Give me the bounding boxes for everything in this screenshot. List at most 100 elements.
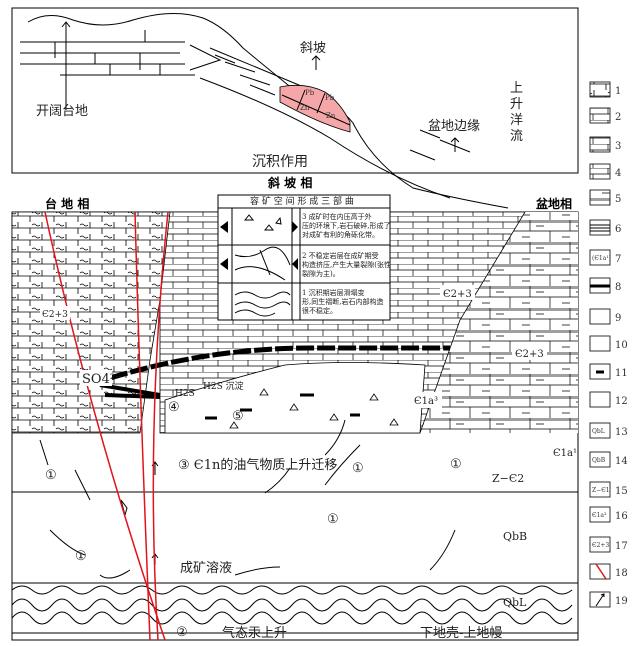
top-panel: Pb Pb Zn Zn 开阔台地 斜坡 盆地边缘 上 升 洋 流 沉积作用 (11, 7, 579, 209)
inset-text: 2 不稳定岩层在成矿期受 (302, 251, 379, 260)
label-h2s-precip: H2S 沉淀 (203, 380, 244, 392)
ore-label: Pb (305, 89, 315, 97)
legend-number: 12 (615, 396, 628, 407)
ore-label: Pb (325, 94, 335, 102)
label-e23: Є2+3 (515, 349, 544, 360)
legend-swatch-16 (589, 506, 611, 523)
legend-mark (590, 224, 610, 232)
label-mercury: 气态汞上升 (222, 625, 287, 641)
arrow-icon (61, 21, 460, 152)
label-upwelling: 流 (510, 129, 523, 144)
legend-box-label: QbB (592, 457, 606, 464)
inset-text: 构造挤压,产生大量裂隙(张性 (302, 260, 391, 269)
ore-label: Zn (300, 104, 310, 112)
label-ore-fluid: 成矿溶液 (180, 561, 232, 576)
main-labels: Є2+3 Є2+3 Є2+3 Є1a³ Є1a¹ SO4²⁻ H2S H2S 沉… (40, 285, 577, 641)
legend-swatch-18 (589, 563, 611, 580)
inset-text: 对成矿有利的角砾化带。 (302, 230, 379, 239)
legend-number: 3 (615, 141, 621, 152)
legend-swatch-14 (589, 451, 611, 468)
legend-swatch-5 (589, 189, 611, 206)
fault-line (44, 211, 166, 641)
legend-swatch-9 (589, 308, 611, 325)
label-e1a1: Є1a¹ (553, 448, 577, 459)
label-5: ⑤ (232, 409, 244, 424)
legend-swatch-10 (589, 335, 611, 352)
inset-text: 3 成矿时在内压高于外 (302, 212, 372, 221)
inset-text: 裂隙为主)。 (302, 269, 340, 278)
legend-number: 14 (615, 456, 628, 467)
label-upwelling: 升 (510, 97, 523, 112)
label-1: ① (450, 457, 462, 472)
label-platform: 开阔台地 (36, 104, 88, 119)
facies-slope: 斜 坡 相 (267, 175, 312, 190)
legend-swatch-7 (589, 249, 611, 266)
legend-box-label: QbL (592, 428, 605, 435)
legend-number: 15 (615, 486, 628, 497)
fault-line (134, 211, 151, 641)
legend-number: 9 (615, 313, 621, 324)
inset-text: 形,同生褶断,岩石内部构造 (302, 297, 383, 306)
label-migration: ③ Є1n的油气物质上升迁移 (178, 457, 337, 473)
legend-swatch-12 (589, 391, 611, 408)
sulfate-arrow (99, 383, 161, 399)
legend-swatch-15 (589, 481, 611, 498)
legend-box-label: Є2+3 (592, 542, 609, 549)
label-qbl: QbL (503, 596, 527, 609)
legend-number: 8 (615, 282, 621, 293)
legend-mark (595, 563, 607, 580)
ore-label: Zn (326, 112, 336, 120)
legend-number: 16 (615, 511, 628, 522)
label-basin-margin: 盆地边缘 (428, 119, 480, 134)
legend-swatch-4 (589, 163, 611, 180)
legend-box-label: (Є1a¹) (592, 255, 611, 262)
legend-number: 4 (615, 168, 621, 179)
label-1: ① (75, 549, 87, 564)
legend-number: 6 (615, 224, 621, 235)
legend-number: 13 (615, 427, 628, 438)
legend-number: 10 (615, 340, 628, 351)
legend-box-label: Z−Є1 (592, 487, 610, 494)
inset-text: 很不稳定。 (302, 306, 337, 315)
inset-text: 压的环境下,岩石破碎,形成了 (302, 221, 390, 230)
legend-number: 5 (615, 194, 621, 205)
label-e23: Є2+3 (42, 310, 68, 320)
ore-body (279, 84, 351, 133)
legend-number: 2 (615, 112, 621, 123)
legend-swatch-17 (589, 536, 611, 553)
legend-swatch-2 (589, 107, 611, 124)
fault-line (152, 211, 169, 641)
legend-number: 19 (615, 596, 628, 607)
label-h2s: H2S (175, 389, 195, 399)
label-1: ① (327, 512, 339, 527)
legend-swatch-13 (589, 422, 611, 439)
label-1: ① (352, 461, 364, 476)
facies-platform: 台 地 相 (45, 196, 89, 211)
label-upwelling: 洋 (510, 113, 523, 128)
label-so4: SO4²⁻ (82, 372, 122, 387)
label-e23: Є2+3 (443, 289, 472, 300)
label-e1a3: Є1a³ (414, 396, 438, 407)
legend-number: 11 (615, 368, 628, 379)
label-upwelling: 上 (510, 81, 523, 96)
legend-number: 1 (615, 86, 621, 97)
label-crust-mantle: 下地壳-上地幔 (420, 626, 502, 641)
label-1: ① (45, 468, 57, 483)
inset-text: 1 沉积期岩层滑塌变 (302, 288, 365, 297)
legend-swatch-1 (589, 81, 611, 98)
label-process: 沉积作用 (252, 154, 308, 170)
legend-number: 7 (615, 254, 621, 265)
arrow-icon (595, 593, 605, 607)
label-4: ④ (168, 400, 180, 415)
legend-swatch-3 (589, 136, 611, 153)
label-slope: 斜坡 (300, 41, 326, 56)
label-2: ② (176, 625, 188, 640)
legend-box-label: Є1a³ (592, 512, 607, 519)
inset-title: 容 矿 空 间 形 成 三 部 曲 (250, 195, 354, 207)
label-qbb: QbB (503, 530, 527, 543)
facies-basin: 盆地相 (535, 196, 572, 211)
legend-number: 17 (615, 541, 628, 552)
label-z-e2: Z−Є2 (492, 472, 524, 485)
